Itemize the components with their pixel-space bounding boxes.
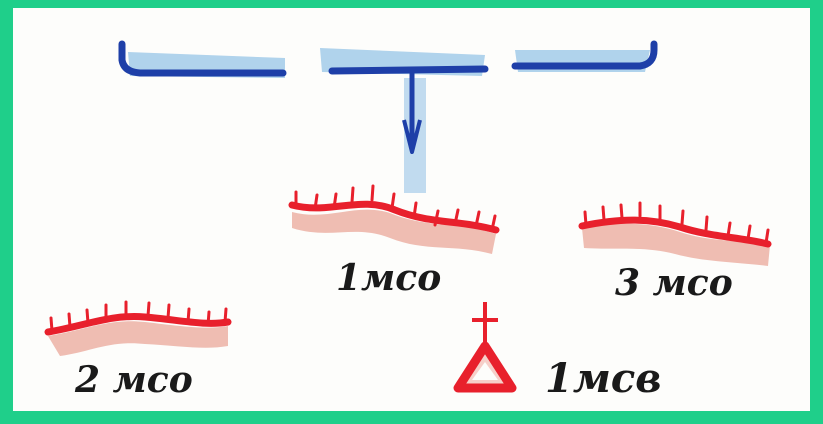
position-2mso: 2 мсо xyxy=(44,300,232,401)
label-2mso: 2 мсо xyxy=(74,359,193,401)
blue-segment-right xyxy=(511,40,658,70)
position-2mso-ticks xyxy=(49,300,228,333)
triangle-flag-icon xyxy=(453,302,517,393)
position-1mso: 1мсо xyxy=(288,184,500,299)
position-3mso: 3 мсо xyxy=(578,201,772,304)
label-1mso: 1мсо xyxy=(336,257,441,299)
blue-segment-left xyxy=(118,40,287,77)
position-3mso-shade xyxy=(582,223,770,266)
position-2mso-shade xyxy=(48,321,228,356)
position-3mso-line xyxy=(578,216,772,248)
arrow-down-icon xyxy=(402,71,426,193)
blue-front-line xyxy=(118,40,658,78)
label-1msv: 1мсв xyxy=(545,355,661,402)
post-triangle-inner xyxy=(472,362,498,380)
position-1mso-shade xyxy=(292,209,496,254)
position-1mso-ticks xyxy=(294,184,497,232)
position-2mso-line xyxy=(44,313,232,336)
position-1mso-line xyxy=(288,200,500,234)
label-3mso: 3 мсо xyxy=(615,262,733,304)
position-3mso-ticks xyxy=(583,201,770,245)
blue-segment-middle xyxy=(328,65,489,75)
arrow-head xyxy=(402,119,422,154)
